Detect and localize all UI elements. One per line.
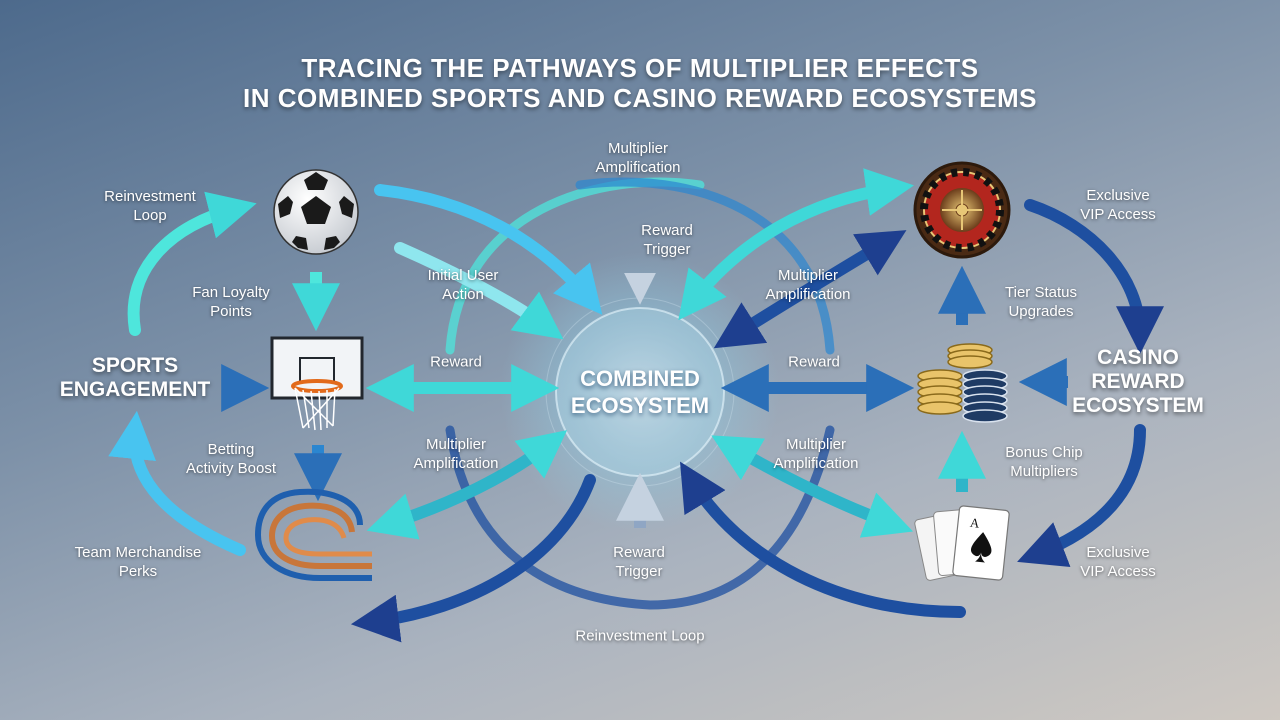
- bonus-chip-label: Bonus Chip Multipliers: [1005, 444, 1083, 480]
- reward-left-label: Reward: [430, 353, 482, 371]
- initial-action-label: Initial User Action: [427, 267, 499, 303]
- mult-right-lower-arrow: [711, 435, 914, 538]
- sports-line1: SPORTS: [91, 354, 179, 377]
- team-merch-loop-arrow: [108, 410, 246, 556]
- center-to-roulette-arrow: [678, 168, 915, 321]
- casino-line1: CASINO: [1097, 346, 1179, 369]
- mult-top-label: Multiplier Amplification: [595, 140, 681, 176]
- svg-text:A: A: [969, 515, 981, 531]
- reward-trigger-bottom-label: Reward Trigger: [613, 544, 665, 580]
- casino-ecosystem-label: CASINO REWARD ECOSYSTEM: [1072, 346, 1204, 418]
- basketball-hoop-icon: [270, 336, 364, 431]
- vip-top-label: Exclusive VIP Access: [1080, 187, 1156, 223]
- page-title-line2: IN COMBINED SPORTS AND CASINO REWARD ECO…: [243, 83, 1037, 113]
- mult-right-lower-label: Multiplier Amplification: [773, 436, 859, 472]
- running-track-icon: [254, 488, 372, 581]
- mult-left-lower-arrow: [366, 430, 568, 540]
- vip-bottom-label: Exclusive VIP Access: [1080, 544, 1156, 580]
- playing-cards-icon: A: [914, 505, 1010, 581]
- initial-action-arrow: [394, 242, 564, 340]
- combined-ecosystem-label: COMBINED ECOSYSTEM: [571, 365, 709, 419]
- team-merch-label: Team Merchandise Perks: [74, 544, 202, 580]
- bottom-left-sweep-arrow: [350, 474, 596, 643]
- betting-boost-label: Betting Activity Boost: [185, 441, 277, 477]
- bottom-right-sweep-arrow: [679, 461, 966, 618]
- tier-status-label: Tier Status Upgrades: [1005, 284, 1077, 320]
- combined-ecosystem-line1: COMBINED: [580, 366, 700, 391]
- soccer-to-center-arrow: [374, 184, 603, 315]
- reward-right-label: Reward: [788, 353, 840, 371]
- fan-loyalty-label: Fan Loyalty Points: [192, 284, 270, 320]
- combined-ecosystem-line2: ECOSYSTEM: [570, 393, 710, 418]
- vip-bottom-loop-arrow: [1017, 424, 1146, 568]
- casino-line2: REWARD: [1091, 370, 1185, 393]
- reinvestment-loop-bottom-label: Reinvestment Loop: [575, 627, 705, 645]
- sports-engagement-label: SPORTS ENGAGEMENT: [60, 354, 211, 402]
- roulette-wheel-icon: [913, 161, 1011, 259]
- reinvestment-loop-top-label: Reinvestment Loop: [104, 188, 196, 224]
- sports-line2: ENGAGEMENT: [59, 378, 211, 401]
- reward-trigger-top-label: Reward Trigger: [641, 222, 693, 258]
- page-title-line1: TRACING THE PATHWAYS OF MULTIPLIER EFFEC…: [301, 53, 979, 83]
- mult-right-upper-label: Multiplier Amplification: [765, 267, 851, 303]
- mult-right-upper-arrow: [713, 230, 907, 349]
- casino-chips-icon: [917, 343, 1008, 423]
- soccer-ball-icon: [273, 169, 359, 255]
- mult-left-lower-label: Multiplier Amplification: [413, 436, 499, 472]
- reinvestment-loop-arrow: [127, 191, 257, 336]
- vip-top-loop-arrow: [1024, 199, 1164, 355]
- casino-line3: ECOSYSTEM: [1072, 394, 1204, 417]
